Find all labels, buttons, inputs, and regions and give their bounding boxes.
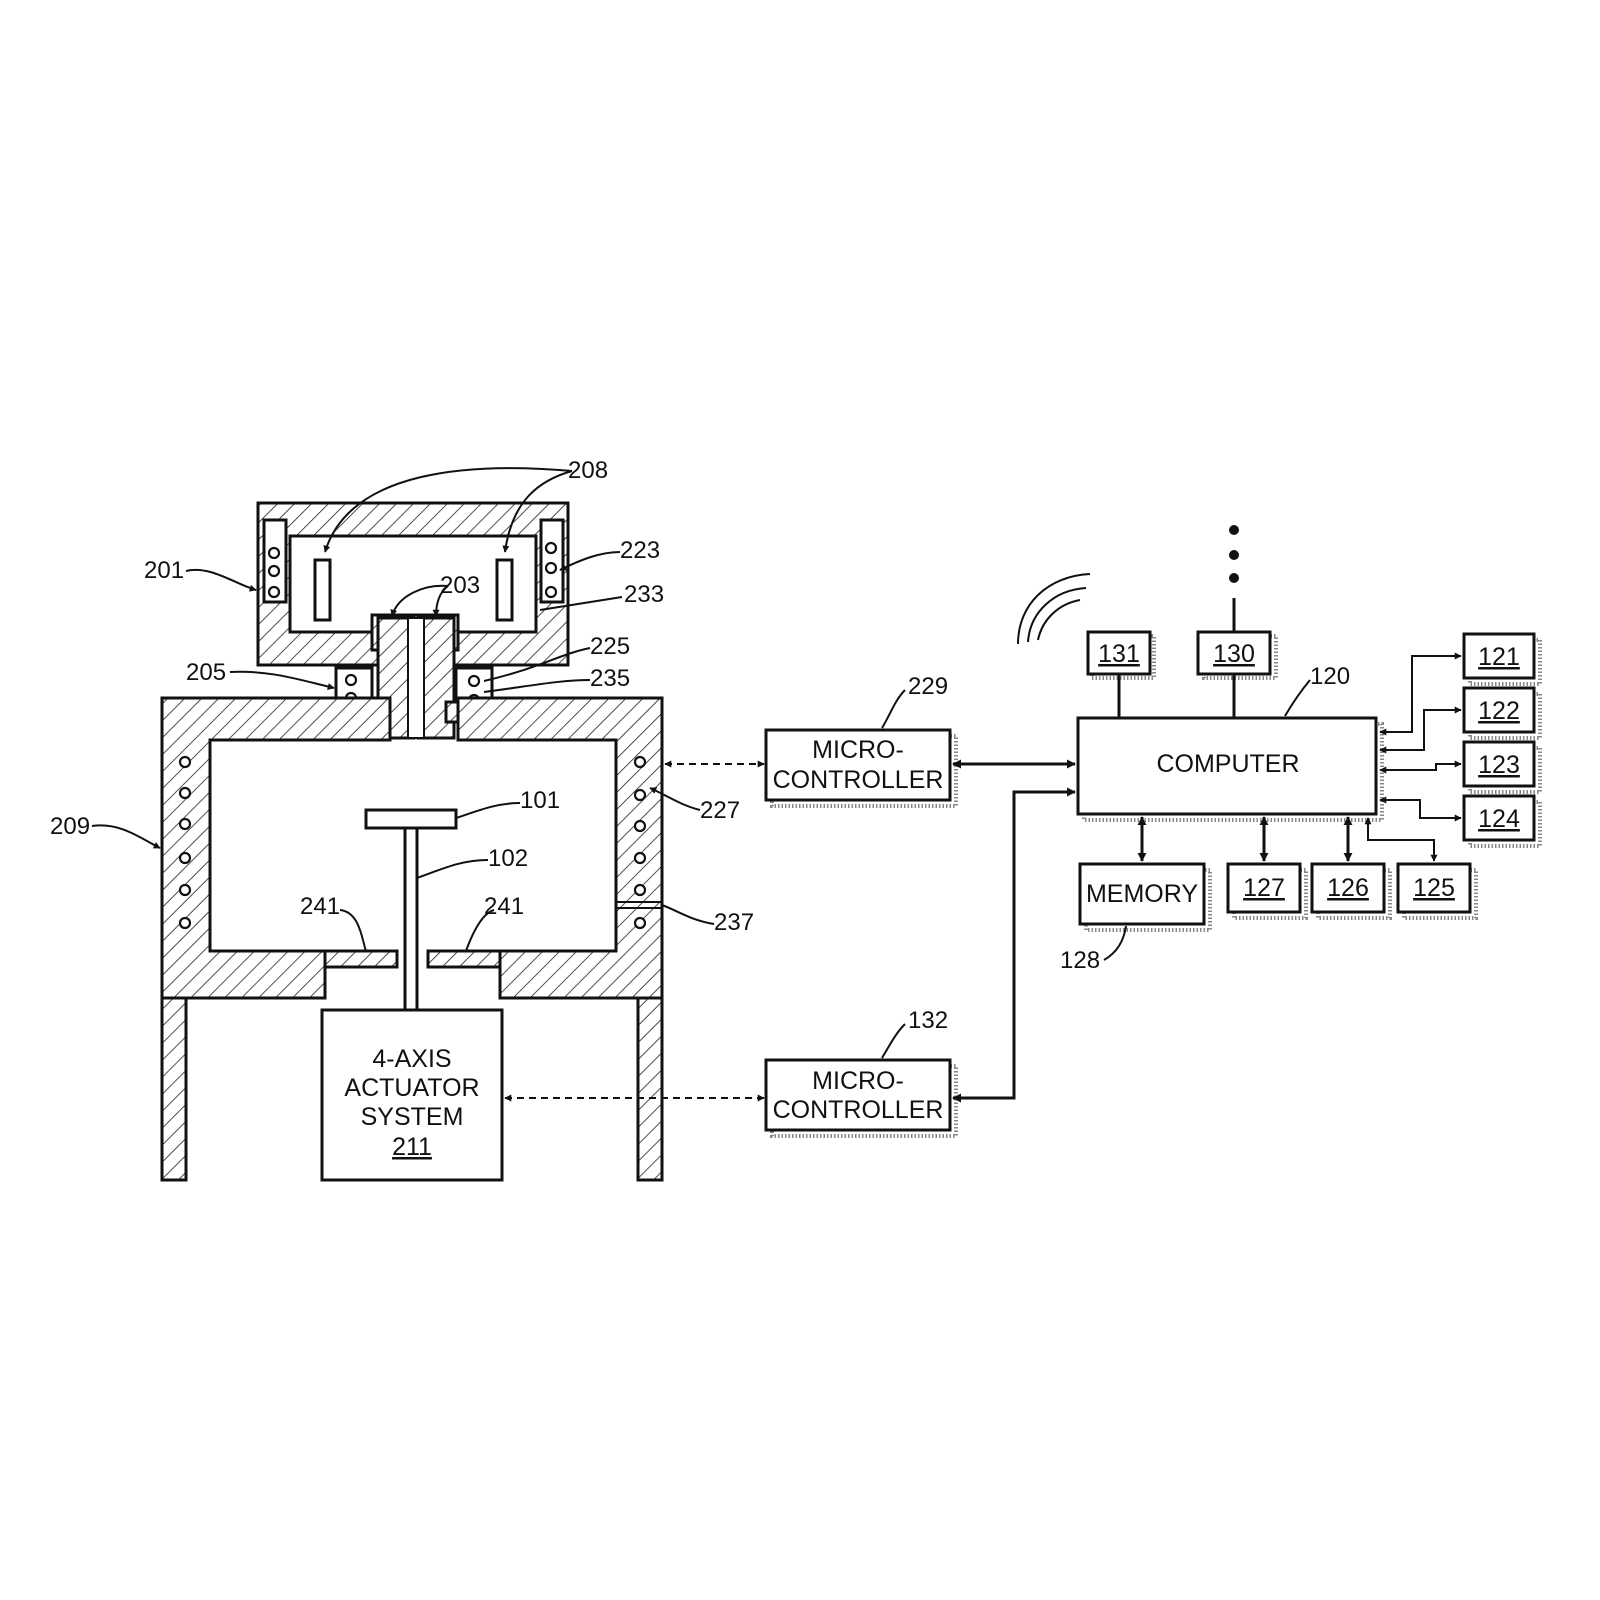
ref-223: 223 [620, 537, 660, 564]
ref-241-right: 241 [484, 893, 524, 920]
continuation-dots [1229, 525, 1239, 583]
ref-209: 209 [50, 813, 90, 840]
label-126: 126 [1327, 874, 1369, 902]
ref-233: 233 [624, 581, 664, 608]
peripheral-127: 127 [1226, 816, 1308, 920]
label-130: 130 [1213, 640, 1255, 668]
actuator-line1: 4-AXIS [372, 1045, 451, 1073]
peripheral-125: 125 [1364, 817, 1478, 920]
leader-lines [91, 467, 715, 952]
ref-102: 102 [488, 845, 528, 872]
label-125: 125 [1413, 874, 1455, 902]
micro-top-line2: CONTROLLER [773, 766, 944, 794]
ref-120: 120 [1310, 663, 1350, 690]
substrate-holder [364, 808, 458, 1012]
ref-241-left: 241 [300, 893, 340, 920]
actuator-block: 4-AXIS ACTUATOR SYSTEM 211 [320, 1008, 504, 1182]
peripheral-126: 126 [1310, 816, 1392, 920]
micro-bottom-line1: MICRO- [812, 1067, 904, 1095]
computer-block: COMPUTER 120 [1076, 663, 1384, 822]
label-122: 122 [1478, 697, 1520, 725]
ref-208: 208 [568, 457, 608, 484]
ref-225: 225 [590, 633, 630, 660]
label-121: 121 [1478, 643, 1520, 671]
peripheral-121: 121 [1462, 632, 1542, 686]
peripheral-122: 122 [1462, 686, 1542, 740]
right-bus-connections [1379, 652, 1462, 822]
wireless-signal-icon [1017, 573, 1091, 645]
ref-101: 101 [520, 787, 560, 814]
memory-block: MEMORY 128 [1060, 816, 1212, 974]
ref-235: 235 [590, 665, 630, 692]
micro-bottom-line2: CONTROLLER [773, 1096, 944, 1124]
peripheral-130: 130 [1196, 598, 1278, 718]
peripheral-131: 131 [1086, 630, 1156, 718]
main-chamber [160, 696, 664, 1182]
reference-numerals-left: 208 203 201 205 209 223 233 225 235 227 … [50, 457, 754, 936]
process-chamber-apparatus: 4-AXIS ACTUATOR SYSTEM 211 [160, 501, 664, 1182]
label-131: 131 [1098, 640, 1140, 668]
ref-203: 203 [440, 572, 480, 599]
ref-229: 229 [908, 673, 948, 700]
peripheral-123: 123 [1462, 740, 1542, 794]
actuator-line3: SYSTEM [361, 1103, 464, 1131]
actuator-ref: 211 [392, 1133, 432, 1161]
ref-201: 201 [144, 557, 184, 584]
microcontroller-bottom: MICRO- CONTROLLER 132 [764, 1007, 958, 1138]
label-124: 124 [1478, 805, 1520, 833]
micro-top-line1: MICRO- [812, 736, 904, 764]
ref-227: 227 [700, 797, 740, 824]
microcontroller-top: MICRO- CONTROLLER 229 [764, 673, 958, 808]
ref-205: 205 [186, 659, 226, 686]
top-housing [256, 501, 570, 740]
ref-132: 132 [908, 1007, 948, 1034]
ref-237: 237 [714, 909, 754, 936]
label-127: 127 [1243, 874, 1285, 902]
actuator-line2: ACTUATOR [344, 1074, 479, 1102]
computer-label: COMPUTER [1156, 750, 1299, 778]
peripheral-124: 124 [1462, 794, 1542, 848]
ref-128: 128 [1060, 947, 1100, 974]
memory-label: MEMORY [1086, 880, 1198, 908]
label-123: 123 [1478, 751, 1520, 779]
